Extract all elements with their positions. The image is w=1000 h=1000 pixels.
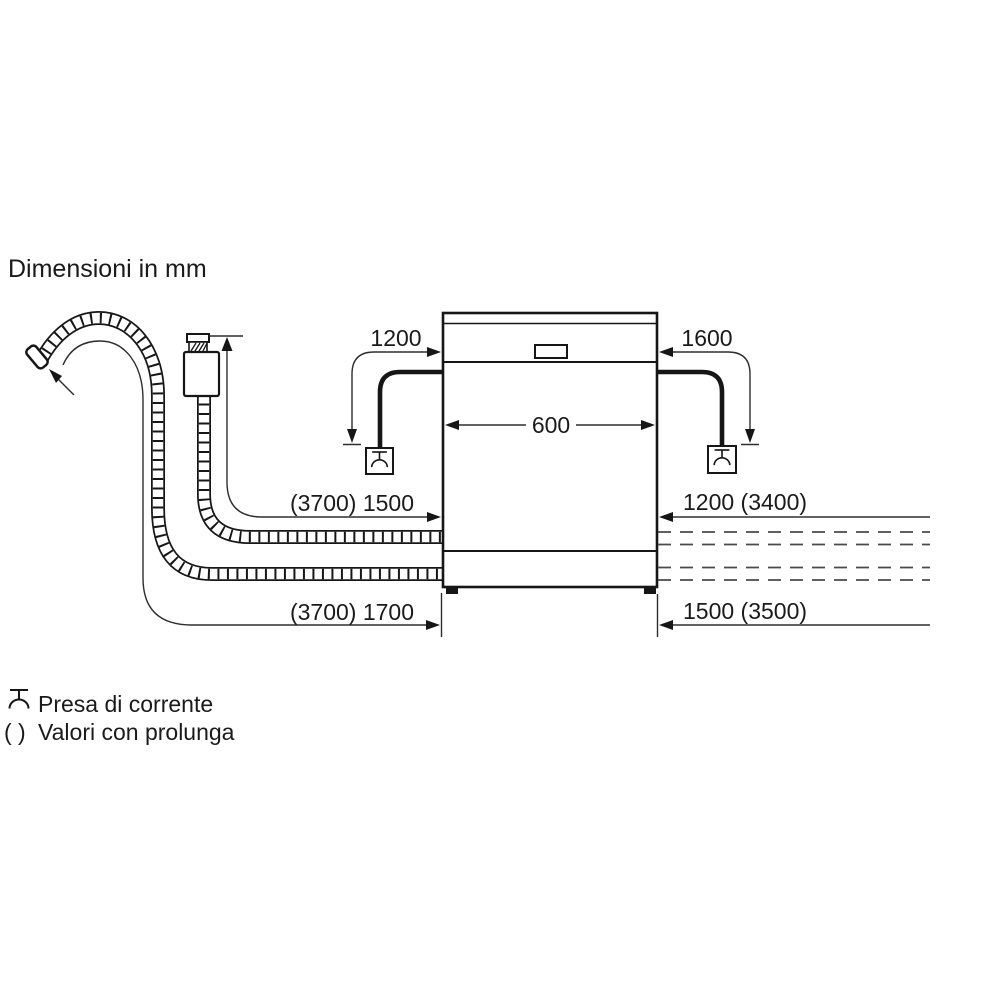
legend-parentheses-symbol: ( ) xyxy=(4,719,26,745)
legend-socket-label: Presa di corrente xyxy=(38,691,213,717)
foot-right xyxy=(644,587,656,594)
supply-hose xyxy=(197,394,442,544)
drain-hose xyxy=(25,310,442,581)
power-cable-left xyxy=(377,369,443,447)
arrow-cable-right-down xyxy=(745,429,755,443)
arrow-right-bottom xyxy=(659,620,673,630)
power-socket-left xyxy=(365,447,394,475)
arrow-width-right xyxy=(641,420,655,430)
dishwasher-outline xyxy=(441,311,659,594)
arrow-cable-left-down xyxy=(347,429,357,443)
dim-label-supply-left: (3700) 1500 xyxy=(290,490,414,516)
foot-left xyxy=(446,587,458,594)
dim-label-right-top: 1200 (3400) xyxy=(683,489,807,515)
dim-label-cable-right: 1600 xyxy=(681,325,732,351)
cable-right-dim-path xyxy=(673,351,751,429)
supply-length-dim-path xyxy=(226,351,428,518)
arrow-cable-left-right xyxy=(427,347,441,357)
width-dimension xyxy=(445,420,655,430)
arrow-drain-right xyxy=(426,620,440,630)
arrow-cable-right-left xyxy=(659,347,673,357)
legend-extension-label: Valori con prolunga xyxy=(38,719,235,745)
arrow-width-left xyxy=(445,420,459,430)
arrow-supply-right xyxy=(427,512,441,522)
arrow-right-top xyxy=(659,512,673,522)
page-title: Dimensioni in mm xyxy=(8,255,207,283)
cable-left-dim-path xyxy=(351,351,428,429)
power-socket-right xyxy=(707,445,737,474)
dim-label-cable-left: 1200 xyxy=(370,325,421,351)
power-cable-right xyxy=(657,369,725,445)
hose-continuation-dashed-lines xyxy=(658,531,930,581)
dim-label-width: 600 xyxy=(532,412,570,438)
dim-label-drain-left: (3700) 1700 xyxy=(290,599,414,625)
arrow-up-tap xyxy=(221,337,233,351)
arrow-to-drain-end xyxy=(49,369,62,383)
drain-hose-end-cap xyxy=(25,344,49,370)
drain-length-dim-path xyxy=(62,340,428,626)
legend: Presa di corrente ( ) Valori con prolung… xyxy=(4,689,235,745)
power-socket-icon xyxy=(8,689,30,710)
door-handle xyxy=(534,344,568,359)
dim-label-right-bottom: 1500 (3500) xyxy=(683,598,807,624)
water-tap-valve xyxy=(182,333,221,398)
